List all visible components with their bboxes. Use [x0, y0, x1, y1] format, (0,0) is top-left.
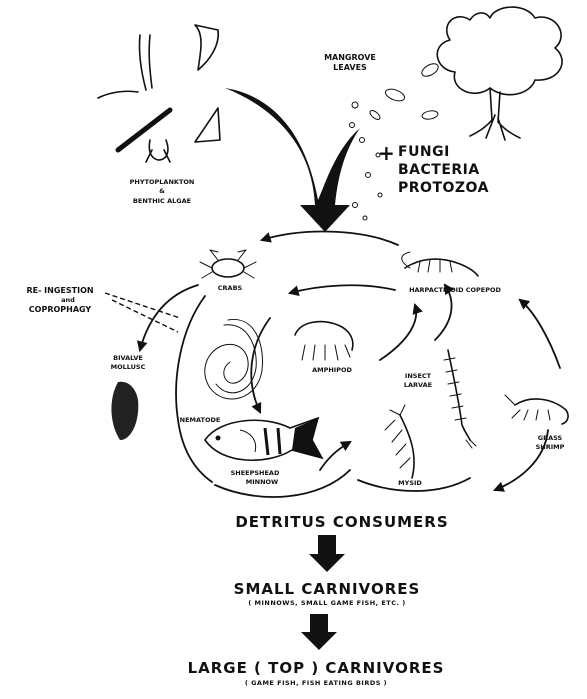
large-carnivores-label: LARGE ( TOP ) CARNIVORES [188, 659, 445, 677]
reingestion-dashed-lines [105, 293, 180, 332]
bivalve-icon [111, 382, 138, 440]
sheepshead-minnow-icon [205, 418, 322, 460]
amphipod-label: AMPHIPOD [312, 366, 352, 374]
large-carnivores-examples: ( GAME FISH, FISH EATING BIRDS ) [245, 679, 387, 687]
microbes-label: + FUNGI BACTERIA PROTOZOA [378, 141, 489, 196]
nematode-icon [205, 319, 263, 399]
harpacticoid-copepod-label: HARPACTICOID COPEPOD [409, 286, 501, 294]
svg-text:RE- INGESTION: RE- INGESTION [26, 286, 93, 295]
svg-text:BENTHIC ALGAE: BENTHIC ALGAE [133, 197, 191, 205]
mysid-icon [385, 405, 414, 478]
input-convergence-arrow [225, 88, 360, 232]
sheepshead-minnow-label-2: MINNOW [246, 478, 278, 486]
amphipod-icon [295, 322, 353, 360]
cycle-arrows [140, 232, 560, 497]
grass-shrimp-label-2: SHRIMP [536, 443, 565, 451]
bivalve-mollusc-label: BIVALVE [113, 354, 143, 362]
sheepshead-minnow-label: SHEEPSHEAD [231, 469, 280, 477]
svg-text:and: and [61, 296, 75, 304]
small-carnivores-label: SMALL CARNIVORES [234, 580, 421, 598]
svg-text:LEAVES: LEAVES [333, 63, 367, 72]
mysid-label: MYSID [398, 479, 422, 487]
nematode-label: NEMATODE [180, 416, 221, 424]
algae-fragments [98, 25, 220, 162]
crabs-label: CRABS [218, 284, 243, 292]
svg-text:+: + [378, 141, 395, 165]
arrow-down-icon-2 [301, 614, 337, 650]
reingestion-label: RE- INGESTION and COPROPHAGY [26, 286, 93, 314]
bivalve-mollusc-label-2: MOLLUSC [111, 363, 146, 371]
svg-text:COPROPHAGY: COPROPHAGY [29, 305, 92, 314]
grass-shrimp-label: GRASS [538, 434, 563, 442]
mangrove-tree-icon [437, 7, 562, 140]
svg-text:PHYTOPLANKTON: PHYTOPLANKTON [130, 178, 195, 186]
small-carnivores-examples: ( MINNOWS, SMALL GAME FISH, ETC. ) [248, 599, 405, 607]
arrow-down-icon [309, 535, 345, 572]
detritus-consumers-label: DETRITUS CONSUMERS [235, 513, 448, 531]
grass-shrimp-icon [505, 395, 568, 424]
svg-text:BACTERIA: BACTERIA [398, 162, 480, 178]
crab-icon [200, 250, 256, 278]
svg-text:&: & [159, 187, 165, 195]
insect-larvae-icon [444, 350, 476, 448]
svg-text:MANGROVE: MANGROVE [324, 53, 376, 62]
insect-larvae-label: INSECT [405, 372, 432, 380]
svg-text:PROTOZOA: PROTOZOA [398, 180, 489, 196]
svg-text:FUNGI: FUNGI [398, 144, 450, 160]
phytoplankton-label: PHYTOPLANKTON & BENTHIC ALGAE [130, 178, 195, 205]
insect-larvae-label-2: LARVAE [404, 381, 432, 389]
copepod-icon [402, 252, 478, 276]
mangrove-leaves-label: MANGROVE LEAVES [324, 53, 376, 72]
